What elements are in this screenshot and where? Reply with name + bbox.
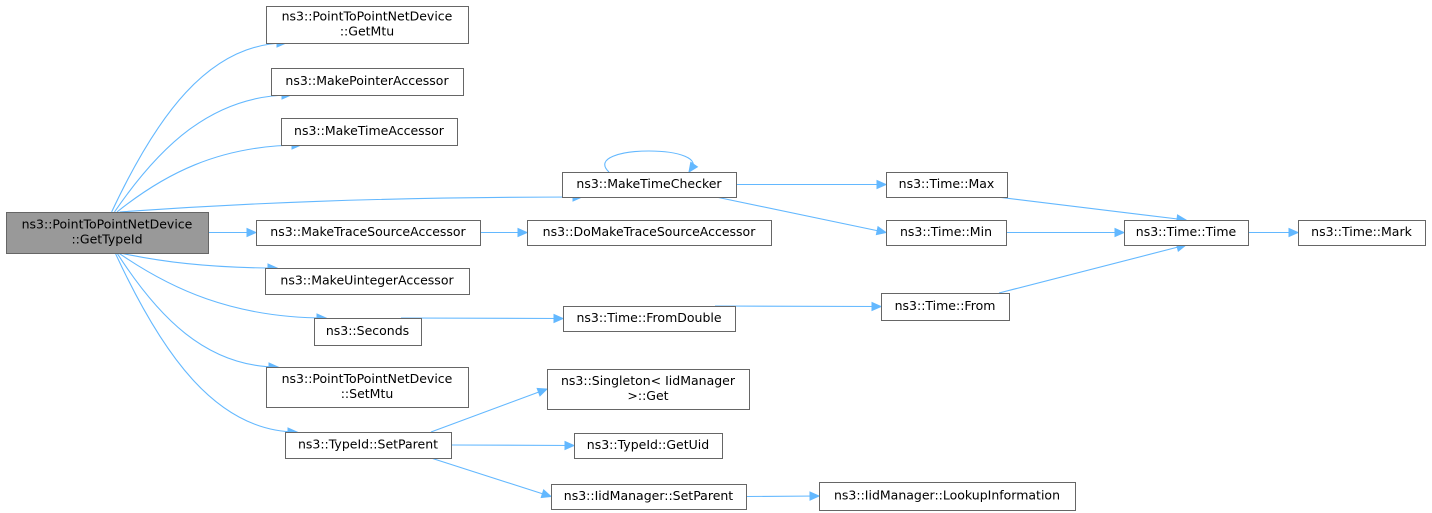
node-box: [314, 318, 422, 346]
edge-mktrace-to-domktrace: [480, 227, 529, 238]
edge-isetparent-to-lookup: [745, 491, 821, 501]
node-box: [881, 293, 1010, 321]
node-tmin[interactable]: ns3::Time::Min: [886, 220, 1007, 246]
node-label: ns3::Time::FromDouble: [576, 310, 721, 325]
node-setmtu[interactable]: ns3::PointToPointNetDevice::SetMtu: [266, 367, 469, 408]
node-label: ns3::PointToPointNetDevice: [22, 217, 193, 232]
node-box: [563, 306, 736, 332]
edge-mktimechk-to-tmin: [715, 196, 888, 236]
edge-root-to-getmtu: [111, 38, 288, 213]
edge-tsetparent-to-isetparent: [430, 457, 553, 499]
node-label: ns3::MakeTimeChecker: [576, 176, 722, 191]
edge-tmin-to-ttime: [1006, 227, 1126, 238]
node-label: ns3::IidManager::LookupInformation: [834, 488, 1060, 503]
edge-tsetparent-to-getuid: [450, 440, 576, 451]
node-label: ns3::Time::Max: [899, 176, 995, 191]
node-label: ns3::MakeTimeAccessor: [294, 123, 445, 138]
node-label: ::GetMtu: [340, 24, 394, 39]
node-label: ns3::Seconds: [326, 323, 409, 338]
node-tsetparent[interactable]: ns3::TypeId::SetParent: [285, 432, 452, 459]
node-box: [886, 220, 1007, 246]
node-box: [281, 118, 458, 146]
node-label: ns3::Time::Time: [1136, 224, 1237, 239]
node-fromdouble[interactable]: ns3::Time::FromDouble: [563, 306, 736, 332]
node-seconds[interactable]: ns3::Seconds: [314, 318, 422, 346]
node-box: [562, 172, 737, 198]
node-tmark[interactable]: ns3::Time::Mark: [1298, 220, 1426, 246]
node-mktimeacc[interactable]: ns3::MakeTimeAccessor: [281, 118, 458, 146]
node-box: [6, 212, 209, 254]
node-isetparent[interactable]: ns3::IidManager::SetParent: [551, 484, 747, 510]
edge-tsetparent-to-singleton: [430, 387, 549, 433]
node-mktimechk[interactable]: ns3::MakeTimeChecker: [562, 172, 737, 198]
node-mkptr[interactable]: ns3::MakePointerAccessor: [271, 68, 464, 96]
node-mkuint[interactable]: ns3::MakeUintegerAccessor: [265, 268, 470, 295]
edge-tmax-to-ttime: [996, 196, 1188, 224]
node-root[interactable]: ns3::PointToPointNetDevice::GetTypeId: [6, 212, 209, 254]
node-label: ns3::MakePointerAccessor: [285, 73, 449, 88]
node-box: [547, 369, 750, 410]
node-tfrom[interactable]: ns3::Time::From: [881, 293, 1010, 321]
edge-mktimechk-to-tmax: [736, 179, 888, 190]
node-label: ns3::TypeId::GetUid: [587, 437, 709, 452]
node-box: [527, 220, 772, 246]
node-label: ::SetMtu: [341, 386, 394, 401]
edge-tfrom-to-ttime: [998, 242, 1188, 294]
node-label: ns3::PointToPointNetDevice: [282, 371, 453, 386]
node-box: [266, 367, 469, 408]
node-label: ns3::MakeUintegerAccessor: [280, 273, 454, 288]
node-label: >::Get: [627, 388, 668, 403]
edge-ttime-to-tmark: [1248, 227, 1300, 238]
node-box: [285, 432, 452, 459]
node-label: ns3::Singleton< IidManager: [561, 373, 736, 388]
edge-root-to-mktrace: [208, 227, 258, 238]
node-label: ns3::DoMakeTraceSourceAccessor: [543, 224, 757, 239]
node-label: ns3::PointToPointNetDevice: [282, 9, 453, 24]
node-label: ns3::Time::Mark: [1311, 224, 1412, 239]
edge-mktimechk-to-mktimechk: [604, 150, 699, 174]
edge-root-to-mktimeacc: [116, 140, 303, 213]
node-box: [1124, 220, 1249, 246]
node-getmtu[interactable]: ns3::PointToPointNetDevice::GetMtu: [266, 6, 469, 44]
node-getuid[interactable]: ns3::TypeId::GetUid: [574, 433, 723, 459]
node-label: ns3::TypeId::SetParent: [298, 437, 438, 452]
node-label: ns3::IidManager::SetParent: [564, 488, 734, 503]
node-box: [551, 484, 747, 510]
node-box: [819, 482, 1076, 511]
nodes-layer: ns3::PointToPointNetDevice::GetTypeIdns3…: [6, 6, 1426, 511]
node-box: [1298, 220, 1426, 246]
node-mktrace[interactable]: ns3::MakeTraceSourceAccessor: [256, 220, 481, 246]
node-label: ns3::Time::Min: [900, 224, 992, 239]
node-lookup[interactable]: ns3::IidManager::LookupInformation: [819, 482, 1076, 511]
node-box: [886, 172, 1008, 198]
edge-fromdouble-to-tfrom: [714, 301, 883, 312]
edge-root-to-mktimechk: [119, 192, 584, 213]
node-box: [574, 433, 723, 459]
node-label: ::GetTypeId: [71, 232, 142, 247]
node-label: ns3::MakeTraceSourceAccessor: [270, 224, 466, 239]
edge-seconds-to-fromdouble: [400, 313, 565, 324]
node-box: [256, 220, 481, 246]
node-box: [265, 268, 470, 295]
node-ttime[interactable]: ns3::Time::Time: [1124, 220, 1249, 246]
node-tmax[interactable]: ns3::Time::Max: [886, 172, 1008, 198]
node-domktrace[interactable]: ns3::DoMakeTraceSourceAccessor: [527, 220, 772, 246]
node-singleton[interactable]: ns3::Singleton< IidManager>::Get: [547, 369, 750, 410]
node-box: [271, 68, 464, 96]
node-label: ns3::Time::From: [895, 298, 996, 313]
node-box: [266, 6, 469, 44]
